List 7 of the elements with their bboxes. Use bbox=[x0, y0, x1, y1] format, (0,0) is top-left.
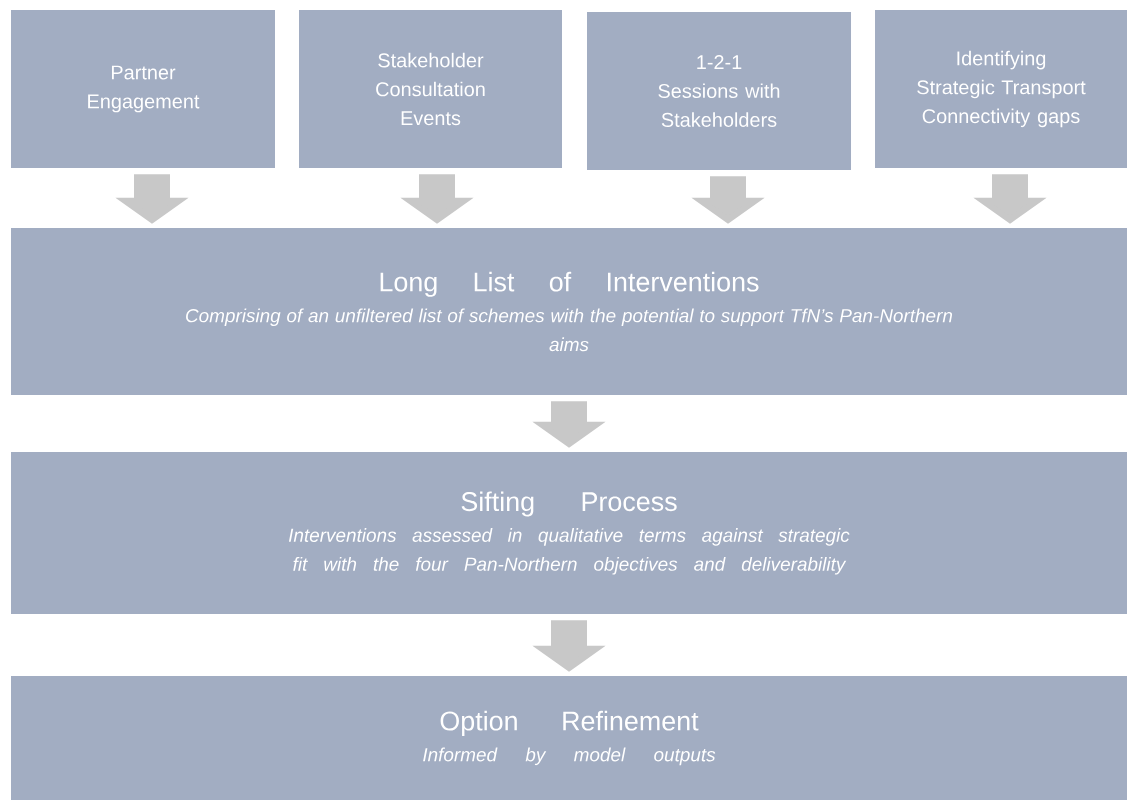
stage-box: Long List of Interventions Comprising of an unfiltered list of schemes with the potential to support TfN’s Pan-Northern aims bbox=[11, 228, 1127, 395]
input-box: Identifying Strategic Transport Connectivity gaps bbox=[875, 10, 1127, 168]
input-box: Stakeholder Consultation Events bbox=[299, 10, 562, 168]
stage-box: Option Refinement Informed by model outputs bbox=[11, 676, 1127, 800]
input-box: Partner Engagement bbox=[11, 10, 275, 168]
stage-box: Sifting Process Interventions assessed in qualitative terms against strategic fit with the four Pan-Northern objectives and deliverability bbox=[11, 452, 1127, 614]
input-box: 1-2-1 Sessions with Stakeholders bbox=[587, 12, 851, 170]
